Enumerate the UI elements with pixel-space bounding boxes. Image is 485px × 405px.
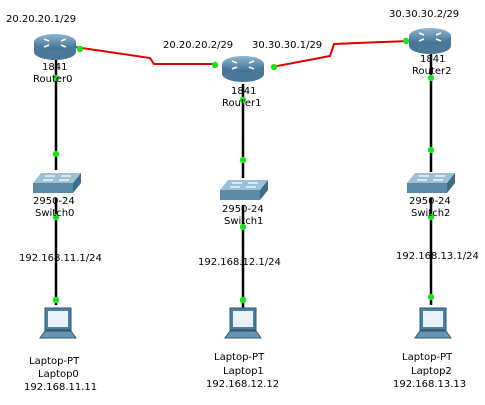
link-up-dot: [270, 63, 278, 71]
router1-left-ip-label: 20.20.20.2/29: [163, 40, 234, 51]
laptop1-name-label: Laptop1: [223, 366, 264, 377]
router-0[interactable]: [30, 30, 80, 64]
link-up-dot: [427, 74, 435, 82]
link-up-dot: [239, 96, 247, 104]
router-icon: [34, 34, 76, 60]
switch-1[interactable]: [218, 178, 270, 204]
switch0-model-label: 2950-24: [33, 196, 75, 207]
link-up-dot: [402, 37, 410, 45]
laptop-icon: [39, 307, 77, 339]
link-up-dot: [239, 296, 247, 304]
link-up-dot: [239, 223, 247, 231]
laptop2-ip-label: 192.168.13.13: [393, 379, 467, 390]
router2-ip-label: 30.30.30.2/29: [389, 9, 460, 20]
router-2[interactable]: [405, 24, 455, 58]
serial-link-router1-router2[interactable]: [271, 40, 409, 68]
link-up-dot: [52, 296, 60, 304]
switch-icon: [33, 173, 81, 193]
router0-model-label: 1841: [42, 62, 68, 73]
laptop0-model-label: Laptop-PT: [29, 356, 80, 367]
switch-icon: [407, 173, 455, 193]
laptop-icon: [414, 307, 452, 339]
router-1[interactable]: [218, 52, 268, 86]
router-icon: [222, 56, 264, 82]
serial-link-router0-router1[interactable]: [67, 45, 214, 65]
switch0-name-label: Switch0: [35, 208, 75, 219]
laptop2-model-label: Laptop-PT: [402, 352, 453, 363]
link-up-dot: [427, 293, 435, 301]
switch1-name-label: Switch1: [224, 216, 264, 227]
link-up-dot: [211, 61, 219, 69]
switch2-model-label: 2950-24: [409, 196, 451, 207]
laptop-icon: [224, 307, 262, 339]
switch1-model-label: 2950-24: [222, 204, 264, 215]
laptop1-ip-label: 192.168.12.12: [206, 379, 280, 390]
router0-ip-label: 20.20.20.1/29: [6, 14, 77, 25]
laptop-0[interactable]: [38, 306, 78, 344]
switch-icon: [220, 180, 268, 200]
laptop0-ip-label: 192.168.11.11: [24, 382, 98, 393]
link-up-dot: [52, 74, 60, 82]
router-icon: [409, 28, 451, 54]
switch1-link-ip-label: 192.168.12.1/24: [198, 257, 281, 268]
router1-right-ip-label: 30.30.30.1/29: [252, 40, 323, 51]
link-up-dot: [427, 146, 435, 154]
laptop2-name-label: Laptop2: [411, 366, 452, 377]
switch0-link-ip-label: 192.168.11.1/24: [19, 253, 102, 264]
router1-name-label: Router1: [222, 98, 262, 109]
link-up-dot: [52, 213, 60, 221]
laptop0-name-label: Laptop0: [38, 369, 79, 380]
switch2-link-ip-label: 192.168.13.1/24: [396, 251, 479, 262]
link-up-dot: [239, 156, 247, 164]
laptop1-model-label: Laptop-PT: [214, 352, 265, 363]
laptop-1[interactable]: [223, 306, 263, 344]
router2-model-label: 1841: [420, 54, 446, 65]
switch-0[interactable]: [31, 171, 83, 197]
switch-2[interactable]: [405, 171, 457, 197]
router2-name-label: Router2: [412, 66, 452, 77]
link-up-dot: [427, 213, 435, 221]
laptop-2[interactable]: [413, 306, 453, 344]
switch2-name-label: Switch2: [411, 208, 451, 219]
link-up-dot: [52, 150, 60, 158]
router1-model-label: 1841: [231, 86, 257, 97]
router0-name-label: Router0: [33, 74, 73, 85]
link-up-dot: [76, 45, 84, 53]
